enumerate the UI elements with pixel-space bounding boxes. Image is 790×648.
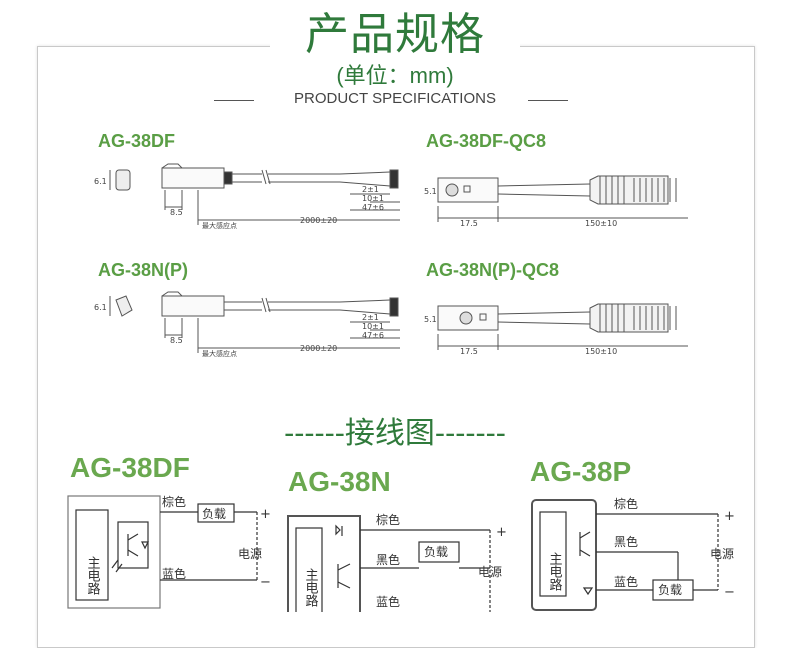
load-label: 负载: [202, 507, 226, 521]
dim-height: 6.1: [94, 177, 107, 186]
dim-wire-b: 10±1: [362, 194, 384, 203]
dim-offset-np: 8.5: [170, 336, 183, 345]
wiring-section-title: ------接线图-------: [284, 416, 506, 451]
model-label-ag38np: AG-38N(P): [98, 260, 189, 280]
model-label-ag38np-qc8: AG-38N(P)-QC8: [426, 260, 560, 280]
dim-cable-np-qc8: 150±10: [585, 347, 617, 356]
wire-blue-n: 蓝色: [376, 595, 400, 609]
dim-sense-point: 最大感应点: [202, 221, 237, 230]
dimension-drawing-ag38np-qc8: 5.1 17.5 150±10: [424, 303, 688, 356]
dim-height-np: 6.1: [94, 303, 107, 312]
wire-black-p: 黑色: [614, 535, 638, 549]
main-circuit-label-p: 主电路: [547, 552, 563, 591]
minus-sign: −: [260, 575, 271, 590]
subtitle-rule-right: [528, 100, 568, 101]
main-circuit-label-n: 主电路: [303, 568, 319, 607]
subtitle: PRODUCT SPECIFICATIONS: [294, 90, 496, 107]
dim-offset: 8.5: [170, 208, 183, 217]
power-label-p: 电源: [710, 547, 734, 561]
wire-blue-p: 蓝色: [614, 575, 638, 589]
dimension-drawing-ag38np: 6.1 8.5 最大感应点 2000±20 2±1 10±1 47±6: [94, 291, 400, 358]
main-circuit-label: 主电路: [85, 556, 101, 595]
dim-cable-np: 2000±20: [300, 344, 337, 353]
model-label-ag38df-qc8: AG-38DF-QC8: [426, 131, 547, 151]
wiring-model-ag38p: AG-38P: [530, 456, 632, 487]
dim-cable-qc8: 150±10: [585, 219, 617, 228]
unit-label: (单位：mm): [336, 63, 454, 88]
dim-height-qc8: 5.1: [424, 187, 437, 196]
wire-brown-n: 棕色: [376, 512, 400, 527]
subtitle-rule-left: [214, 100, 254, 101]
dim-wire-c-np: 47±6: [362, 331, 384, 340]
page-title: 产品规格: [305, 9, 485, 60]
dim-wire-a-np: 2±1: [362, 313, 379, 322]
power-label-n: 电源: [478, 565, 502, 579]
wire-blue: 蓝色: [162, 567, 186, 581]
wiring-model-ag38n: AG-38N: [288, 466, 391, 497]
dim-wire-c: 47±6: [362, 203, 384, 212]
dim-wire-a: 2±1: [362, 185, 379, 194]
model-label-ag38df: AG-38DF: [98, 131, 176, 151]
minus-sign-p: −: [724, 585, 735, 600]
dim-body-qc8: 17.5: [460, 219, 478, 228]
wire-brown-p: 棕色: [614, 496, 638, 511]
dim-body-np-qc8: 17.5: [460, 347, 478, 356]
dimension-drawing-ag38df-qc8: 5.1 17.5 150±10: [424, 175, 688, 228]
dim-height-np-qc8: 5.1: [424, 315, 437, 324]
dim-cable: 2000±20: [300, 216, 337, 225]
wiring-diagram-ag38df: 主电路 棕色 蓝色 负载 电源 + −: [67, 494, 271, 609]
dim-wire-b-np: 10±1: [362, 322, 384, 331]
dim-sense-point-np: 最大感应点: [202, 349, 237, 358]
wiring-diagram-ag38n: 主电路 棕色 黑色 蓝色 负载 电源 +: [287, 512, 507, 612]
dimension-drawing-ag38df: 6.1 8.5 最大感应点 2000±20 2±1 10±1 47±6: [94, 163, 400, 230]
plus-sign: +: [260, 507, 271, 522]
plus-sign-n: +: [496, 525, 507, 540]
power-label: 电源: [238, 547, 262, 561]
title-background: [270, 0, 520, 68]
load-label-p: 负载: [658, 583, 682, 597]
plus-sign-p: +: [724, 509, 735, 524]
wire-brown: 棕色: [162, 494, 186, 509]
wire-black-n: 黑色: [376, 553, 400, 567]
wiring-model-ag38df: AG-38DF: [70, 452, 190, 483]
load-label-n: 负载: [424, 545, 448, 559]
wiring-diagram-ag38p: 主电路 棕色 黑色 蓝色 负载 电源 + −: [531, 496, 735, 611]
